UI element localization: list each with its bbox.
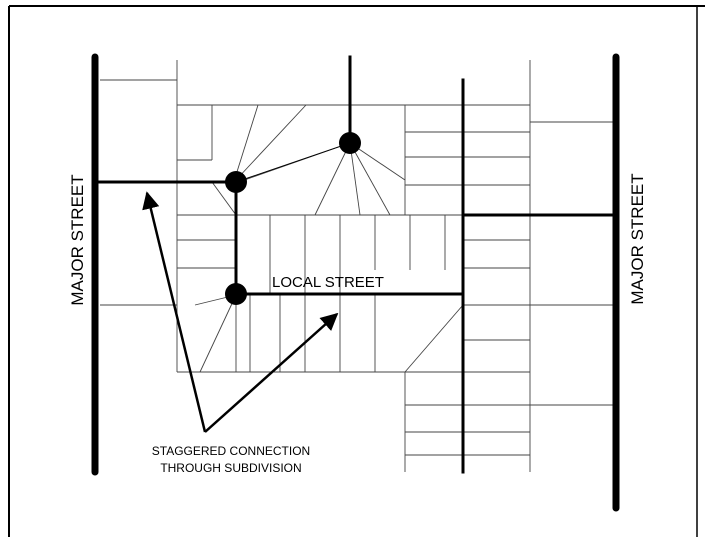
- arrow-to-local-street: [204, 312, 339, 433]
- major-street-label-left: MAJOR STREET: [68, 174, 87, 305]
- intersection-node: [339, 132, 361, 154]
- caption-line-1: STAGGERED CONNECTION: [152, 444, 310, 458]
- intersection-node: [225, 283, 247, 305]
- local-street-network: [93, 55, 618, 474]
- lot-lines: [100, 60, 615, 472]
- figure-frame: [8, 5, 705, 537]
- caption-line-2: THROUGH SUBDIVISION: [160, 461, 301, 475]
- major-street-label-right: MAJOR STREET: [628, 173, 647, 304]
- callout-arrows: [142, 191, 339, 433]
- arrow-to-connector: [142, 191, 207, 433]
- jog-to-top-dot: [235, 142, 351, 183]
- intersection-node: [225, 171, 247, 193]
- local-street-label: LOCAL STREET: [272, 274, 384, 291]
